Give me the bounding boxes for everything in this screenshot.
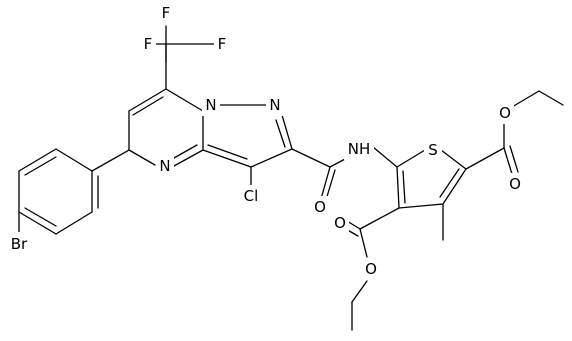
atom-f-left: F — [144, 35, 153, 53]
mask-s — [424, 138, 442, 162]
mask-n2 — [202, 94, 220, 116]
bond-s-t5 — [440, 149, 467, 170]
mask-cl — [239, 185, 263, 207]
mask-n1 — [266, 94, 284, 116]
bond-c2-carbonyl — [291, 148, 331, 168]
bond-carbonyl-o — [320, 166, 331, 200]
bond-t2-s — [396, 149, 426, 168]
bond-ester2-o-double — [346, 220, 361, 230]
bond-t5-ester1 — [465, 147, 505, 170]
mask-f-left — [140, 33, 156, 55]
mask-o-ester2-double — [331, 212, 349, 234]
mask-br — [6, 232, 32, 256]
bond-ar5-ar6 — [18, 148, 57, 172]
atom-f-top: F — [162, 4, 171, 22]
atom-o-ester1-single: O — [499, 104, 511, 122]
bond-ester2-o-single — [359, 228, 368, 258]
atom-o-amide: O — [314, 198, 326, 216]
bond-t4-t3 — [398, 203, 444, 209]
atom-s: S — [428, 141, 438, 159]
bond-t5-t4-inner — [439, 168, 460, 198]
mask-o-amide — [311, 196, 329, 218]
mask-o-ester1-single — [496, 102, 514, 124]
bond-n1-c2-inner — [275, 119, 286, 148]
atom-n2: N — [205, 96, 216, 114]
mask-n3 — [156, 155, 174, 177]
atom-o-ester1-double: O — [509, 175, 521, 193]
bond-ar2-ar3 — [55, 211, 93, 235]
bond-n4-c3a-inner — [173, 144, 198, 159]
mask-f-right — [214, 33, 230, 55]
bond-ar6-ar1 — [55, 148, 93, 172]
bond-c7-c6-inner — [132, 96, 164, 116]
mask-o-ester2-single — [362, 258, 380, 280]
mask-nh — [344, 138, 374, 160]
bond-carbonyl-o-inner — [325, 169, 336, 201]
bond-ester1-o-ch2 — [511, 90, 540, 108]
bond-t5-t4 — [442, 168, 467, 205]
bond-ester2-o-ch2 — [351, 280, 368, 303]
bond-ar5-ar6-inner — [24, 156, 57, 176]
bond-c3-c3a-inner — [207, 144, 248, 160]
bond-ester1-o-double — [503, 147, 513, 175]
bond-layer — [18, 25, 564, 331]
bond-c3-c3a — [202, 149, 252, 168]
atom-n3: N — [159, 157, 170, 175]
atom-nh: NH — [348, 140, 371, 158]
mask-o-ester1-double — [506, 173, 524, 195]
bond-ar3-ar4-inner — [24, 207, 57, 227]
bond-n1-c2 — [281, 114, 293, 150]
bond-n-thiophene — [372, 146, 398, 168]
atom-o-ester2-single: O — [365, 260, 377, 278]
atom-f-right: F — [218, 35, 227, 53]
bond-c5-n4 — [128, 149, 156, 166]
atom-br: Br — [11, 235, 28, 253]
bond-t3-t2-inner — [402, 170, 406, 204]
bond-n4-c3a — [173, 149, 204, 167]
bond-ester1-ch2-ch3 — [538, 90, 564, 106]
atom-label-layer: F F F N N N Br Cl O NH S O O — [6, 2, 524, 280]
atom-o-ester2-double: O — [334, 214, 346, 232]
bond-t3-t2 — [396, 166, 400, 209]
bond-c7-c6 — [128, 88, 167, 112]
mask-f-top — [158, 2, 174, 24]
atom-cl: Cl — [244, 187, 259, 205]
bond-c2-c3 — [250, 148, 293, 168]
bond-t3-ester2 — [359, 207, 400, 230]
bond-c5-aryl — [91, 149, 130, 172]
bond-n7a-c7 — [165, 88, 204, 112]
bond-ar3-ar4 — [18, 211, 57, 235]
atom-n1: N — [269, 96, 280, 114]
bond-ester1-o-double-inner — [509, 145, 519, 173]
